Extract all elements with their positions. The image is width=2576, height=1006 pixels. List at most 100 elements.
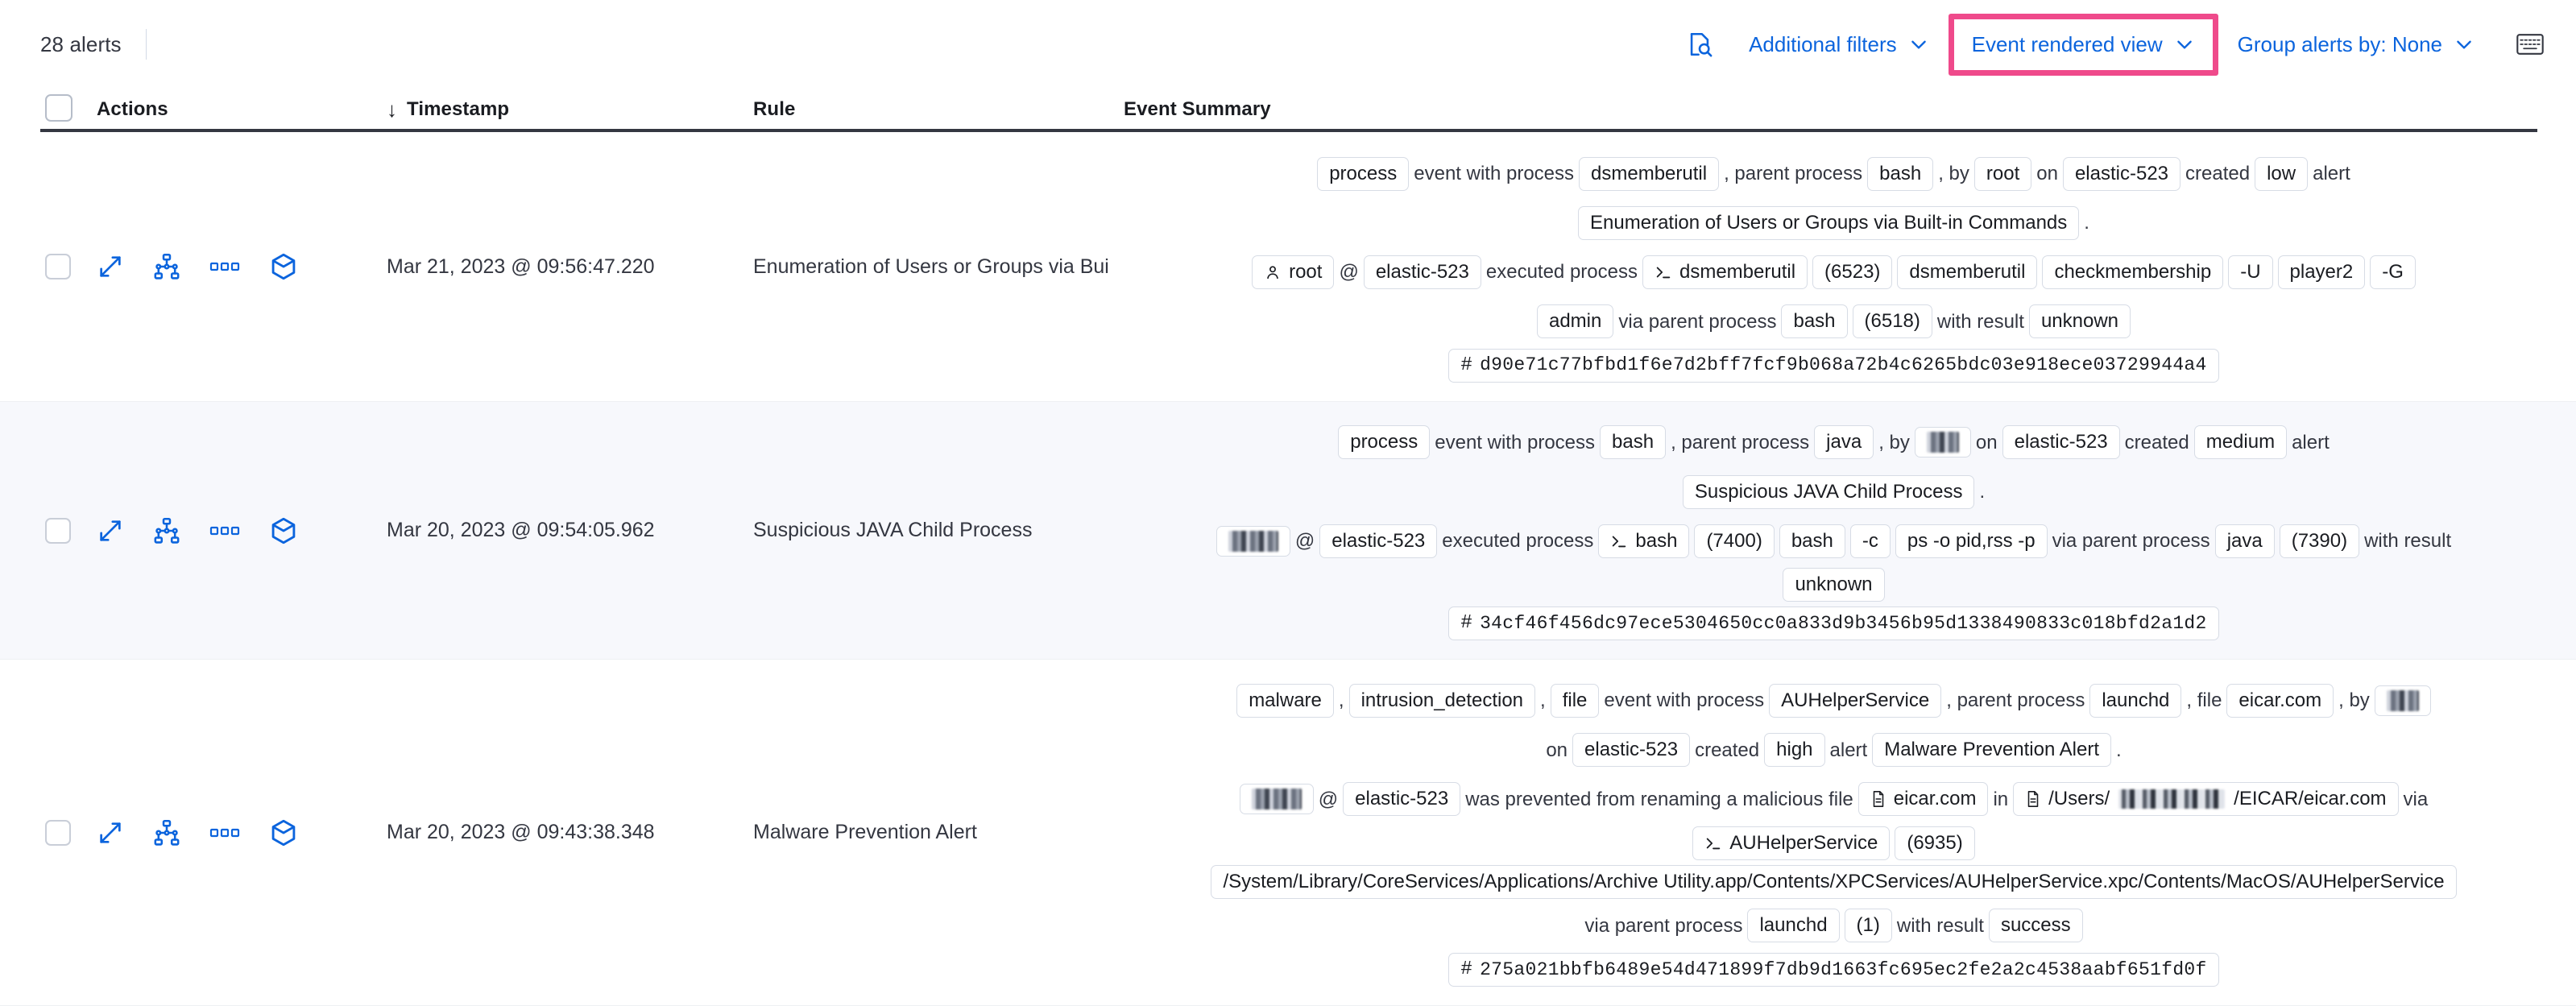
summary-chip[interactable]: root xyxy=(1973,156,2032,191)
summary-text: via parent process xyxy=(1618,310,1777,333)
additional-filters-button[interactable]: Additional filters xyxy=(1734,26,1944,64)
summary-chip[interactable]: dsmemberutil xyxy=(1642,255,1808,289)
summary-chip[interactable]: bash xyxy=(1781,304,1848,339)
row-checkbox[interactable] xyxy=(45,254,71,280)
summary-chip[interactable]: elastic-523 xyxy=(2002,425,2120,460)
summary-chip[interactable]: #275a021bbfb6489e54d471899f7db9d1663fc69… xyxy=(1448,953,2219,987)
header-rule[interactable]: Rule xyxy=(753,98,796,120)
summary-chip[interactable]: file xyxy=(1550,683,1600,718)
summary-chip[interactable]: Malware Prevention Alert xyxy=(1872,733,2111,768)
keyboard-icon[interactable] xyxy=(2516,32,2544,56)
summary-chip[interactable]: checkmembership xyxy=(2042,255,2224,289)
summary-chip[interactable]: process xyxy=(1317,156,1410,191)
summary-chip[interactable]: -G xyxy=(2370,255,2416,289)
summary-chip[interactable]: bash xyxy=(1600,425,1667,460)
chip-label: malware xyxy=(1249,689,1322,711)
summary-chip[interactable]: player2 xyxy=(2277,255,2366,289)
redacted-value-chip[interactable] xyxy=(1914,427,1971,458)
summary-chip[interactable]: low xyxy=(2255,156,2309,191)
alerts-count: 28 alerts xyxy=(40,31,122,56)
summary-chip[interactable]: intrusion_detection xyxy=(1348,683,1536,718)
summary-chip[interactable]: elastic-523 xyxy=(1572,733,1691,768)
summary-chip[interactable]: admin xyxy=(1536,304,1614,339)
summary-line: #34cf46f456dc97ece5304650cc0a833d9b3456b… xyxy=(1124,604,2544,643)
more-actions-icon[interactable] xyxy=(209,259,240,275)
inspect-icon[interactable] xyxy=(1686,31,1713,58)
header-timestamp-cell[interactable]: ↓ Timestamp xyxy=(387,98,753,121)
summary-chip[interactable]: unknown xyxy=(2028,304,2131,339)
summary-chip[interactable]: (6935) xyxy=(1895,826,1975,860)
row-checkbox[interactable] xyxy=(45,517,71,544)
expand-icon[interactable] xyxy=(97,517,124,544)
session-view-icon[interactable] xyxy=(153,819,180,847)
summary-chip[interactable]: -U xyxy=(2228,255,2273,289)
summary-text: event with process xyxy=(1414,163,1575,184)
summary-text: event with process xyxy=(1604,689,1765,712)
summary-chip[interactable]: #d90e71c77bfbd1f6e7d2bff7fcf9b068a72b4c6… xyxy=(1448,348,2219,383)
summary-chip[interactable]: dsmemberutil xyxy=(1897,255,2038,289)
summary-chip[interactable]: dsmemberutil xyxy=(1579,156,1720,191)
sort-descending-icon[interactable]: ↓ xyxy=(387,97,397,122)
analyzer-cube-icon[interactable] xyxy=(269,818,298,847)
summary-chip[interactable]: elastic-523 xyxy=(1343,782,1461,817)
row-checkbox[interactable] xyxy=(45,819,71,846)
summary-chip[interactable]: success xyxy=(1988,909,2083,943)
summary-chip[interactable]: eicar.com xyxy=(2226,683,2334,718)
summary-chip[interactable]: malware xyxy=(1236,683,1334,718)
summary-text: on xyxy=(1975,431,1998,453)
summary-chip[interactable]: process xyxy=(1338,425,1431,460)
summary-chip[interactable]: elastic-523 xyxy=(1319,524,1438,558)
summary-chip[interactable]: /System/Library/CoreServices/Application… xyxy=(1211,864,2457,899)
summary-chip[interactable]: Suspicious JAVA Child Process xyxy=(1682,474,1975,509)
expand-icon[interactable] xyxy=(97,819,124,847)
session-view-icon[interactable] xyxy=(153,517,180,544)
analyzer-cube-icon[interactable] xyxy=(269,516,298,545)
summary-chip[interactable]: (6518) xyxy=(1852,304,1932,339)
header-event-summary[interactable]: Event Summary xyxy=(1124,98,1271,120)
summary-chip[interactable]: ps -o pid,rss -p xyxy=(1895,524,2048,558)
summary-chip[interactable]: java xyxy=(1814,425,1874,460)
summary-line: /System/Library/CoreServices/Application… xyxy=(1124,863,2544,901)
summary-chip[interactable]: java xyxy=(2214,524,2275,558)
summary-chip[interactable]: AUHelperService xyxy=(1769,683,1942,718)
summary-chip[interactable]: Enumeration of Users or Groups via Built… xyxy=(1578,205,2080,240)
chip-label: (1) xyxy=(1856,914,1880,937)
redacted-value-chip[interactable] xyxy=(2374,685,2431,716)
summary-chip[interactable]: launchd xyxy=(2089,683,2182,718)
summary-chip[interactable]: launchd xyxy=(1747,909,1840,943)
summary-chip[interactable]: bash xyxy=(1779,524,1845,558)
summary-chip[interactable]: AUHelperService xyxy=(1692,826,1891,860)
more-actions-icon[interactable] xyxy=(209,825,240,841)
summary-chip[interactable]: (6523) xyxy=(1812,255,1893,289)
summary-chip[interactable]: (7400) xyxy=(1694,524,1775,558)
group-alerts-by-button[interactable]: Group alerts by: None xyxy=(2223,26,2489,64)
summary-chip[interactable]: (7390) xyxy=(2279,524,2360,558)
summary-chip[interactable]: bash xyxy=(1867,156,1934,191)
more-actions-icon[interactable] xyxy=(209,523,240,539)
summary-chip[interactable]: high xyxy=(1764,733,1825,768)
redacted-value-chip[interactable] xyxy=(1239,784,1314,815)
redacted-value-chip[interactable] xyxy=(1216,525,1290,557)
summary-chip[interactable]: -c xyxy=(1849,524,1891,558)
select-all-checkbox[interactable] xyxy=(45,93,72,122)
summary-chip[interactable]: unknown xyxy=(1783,568,1885,602)
summary-chip[interactable]: /Users//EICAR/eicar.com xyxy=(2013,782,2399,817)
summary-chip[interactable]: elastic-523 xyxy=(2062,156,2181,191)
session-view-icon[interactable] xyxy=(153,253,180,280)
summary-chip[interactable]: (1) xyxy=(1844,909,1892,943)
summary-chip[interactable]: #34cf46f456dc97ece5304650cc0a833d9b3456b… xyxy=(1448,606,2219,641)
summary-chip[interactable]: bash xyxy=(1598,524,1690,558)
summary-chip[interactable]: eicar.com xyxy=(1857,782,1989,817)
summary-text: , by xyxy=(1938,163,1969,184)
header-actions[interactable]: Actions xyxy=(97,98,168,120)
summary-chip[interactable]: medium xyxy=(2193,425,2288,460)
event-rendered-view-button[interactable]: Event rendered view xyxy=(1962,32,2205,57)
summary-chip[interactable]: elastic-523 xyxy=(1363,255,1481,289)
expand-icon[interactable] xyxy=(97,253,124,280)
summary-chip[interactable]: root xyxy=(1252,255,1335,289)
analyzer-cube-icon[interactable] xyxy=(269,252,298,281)
